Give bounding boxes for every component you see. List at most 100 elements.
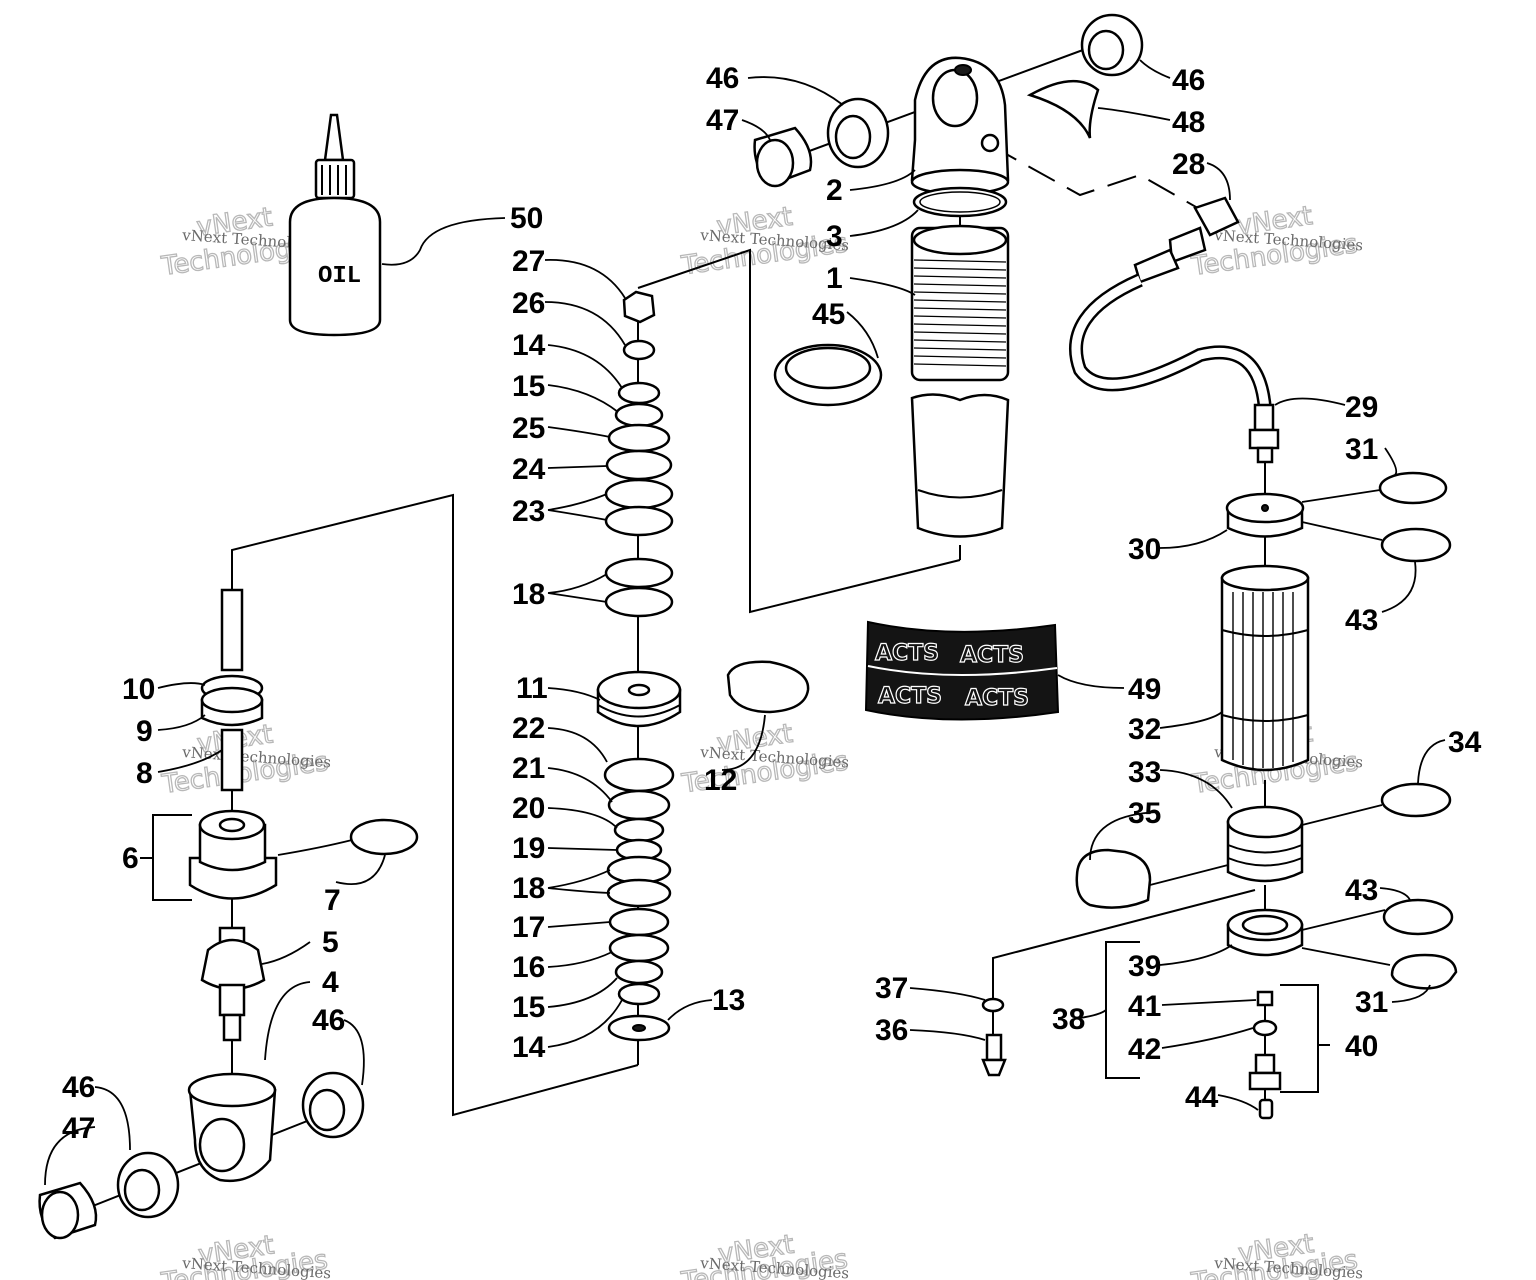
callout-25: 25 xyxy=(512,412,545,445)
o-ring-3-inner xyxy=(919,191,1001,213)
flange-bushing-46-inner xyxy=(308,1088,346,1132)
main-piston-bore xyxy=(627,683,651,697)
callout-48: 48 xyxy=(1172,106,1205,139)
lower-body xyxy=(910,393,1010,538)
callout-32: 32 xyxy=(1128,713,1161,746)
leader-5 xyxy=(261,941,311,965)
shim-18-d xyxy=(606,878,672,908)
cone-threaded-end xyxy=(222,1013,242,1042)
screw-36-head xyxy=(981,1058,1007,1077)
callout-24: 24 xyxy=(512,453,546,486)
callout-33: 33 xyxy=(1128,756,1161,789)
leader-22 xyxy=(547,727,608,763)
screw-link-line xyxy=(992,889,1256,1000)
decal-strip xyxy=(864,620,1060,721)
leader-15a xyxy=(547,384,619,413)
leader-8 xyxy=(157,749,223,773)
washer-13-bore xyxy=(632,1024,646,1032)
leader-30-ring43 xyxy=(1301,521,1383,541)
nut-inner xyxy=(784,346,872,390)
leader-lines xyxy=(44,59,1446,1186)
callout-15b: 15 xyxy=(512,991,545,1024)
top-bushings xyxy=(753,13,1144,188)
callout-18a: 18 xyxy=(512,578,545,611)
callout-39: 39 xyxy=(1128,950,1161,983)
shim-15-bottom xyxy=(614,959,664,985)
leader-17 xyxy=(547,921,611,928)
leader-47a xyxy=(741,119,771,141)
callout-47b: 47 xyxy=(62,1112,95,1145)
reservoir-fins xyxy=(1232,592,1294,768)
stack-loop-line xyxy=(637,248,961,614)
callout-14b: 14 xyxy=(512,1031,546,1064)
leader-44 xyxy=(1217,1094,1259,1111)
callout-46a: 46 xyxy=(706,62,739,95)
callout-35: 35 xyxy=(1128,797,1161,830)
leader-24 xyxy=(547,465,608,469)
leader-26 xyxy=(544,301,626,346)
sleeve-47-top-face xyxy=(755,138,795,188)
cap-screw-44 xyxy=(1258,1098,1274,1120)
callout-11: 11 xyxy=(516,672,548,705)
decal-logo: ACTS xyxy=(965,686,1029,711)
o-ring-43-bottom xyxy=(1382,898,1454,936)
leader-15b xyxy=(547,977,618,1008)
leader-4 xyxy=(264,981,311,1061)
leader-30 xyxy=(1159,529,1228,549)
reservoir-band xyxy=(1221,629,1309,637)
leader-29 xyxy=(1274,397,1346,406)
spring-nut-45 xyxy=(773,343,883,407)
screw-36-shank xyxy=(985,1033,1003,1062)
piston-side xyxy=(1226,820,1304,883)
shim-18-b xyxy=(604,586,674,618)
leader-32 xyxy=(1159,711,1223,729)
leader-46b xyxy=(1139,59,1171,79)
callout-12: 12 xyxy=(704,764,737,797)
shim-25 xyxy=(607,423,671,453)
leader-30-ring31 xyxy=(1301,489,1381,503)
callout-18b: 18 xyxy=(512,872,545,905)
callout-9: 9 xyxy=(136,715,153,748)
callout-27: 27 xyxy=(512,245,545,278)
callout-5: 5 xyxy=(322,926,339,959)
decal-logo: ACTS xyxy=(878,684,942,709)
callout-41: 41 xyxy=(1128,990,1161,1023)
piston-groove xyxy=(1227,857,1303,867)
leader-43a xyxy=(1381,561,1417,613)
flange-bushing-46-inner xyxy=(834,114,872,160)
shim-18-a xyxy=(604,557,674,589)
eyelet-top-hole xyxy=(954,64,972,76)
shim-17 xyxy=(608,907,670,937)
callout-46d: 46 xyxy=(62,1071,95,1104)
leader-11 xyxy=(547,687,601,701)
leader-46a xyxy=(747,76,844,106)
leader-36 xyxy=(909,1029,986,1041)
callout-30: 30 xyxy=(1128,533,1161,566)
callout-31b: 31 xyxy=(1355,986,1388,1019)
leader-12 xyxy=(721,714,766,771)
shim-24 xyxy=(605,449,673,481)
leader-38 xyxy=(1079,1009,1107,1019)
shim-22 xyxy=(603,757,675,793)
callout-10: 10 xyxy=(122,673,155,706)
valve-fitting-28 xyxy=(1193,196,1240,237)
end-cap-39 xyxy=(1226,908,1304,957)
nut-27 xyxy=(622,290,656,324)
bottle-label: OIL xyxy=(318,263,361,290)
leader-35 xyxy=(1089,811,1159,861)
leader-43b xyxy=(1379,887,1411,901)
leader-39-ring31 xyxy=(1301,947,1391,966)
o-ring-34 xyxy=(1380,782,1452,818)
callout-22: 22 xyxy=(512,712,545,745)
leader-7 xyxy=(335,854,386,886)
callout-19: 19 xyxy=(512,832,545,865)
bumper-cone-5 xyxy=(200,938,266,991)
o-ring-43-top xyxy=(1380,527,1452,563)
callout-43a: 43 xyxy=(1345,604,1378,637)
callout-numbers: 46 47 46 48 2 3 1 45 28 50 27 26 14 15 2… xyxy=(62,62,1482,1145)
reservoir-top xyxy=(1220,564,1310,592)
leader-18b xyxy=(547,869,611,894)
callout-16: 16 xyxy=(512,951,545,984)
flange-bushing-46-inner xyxy=(1087,29,1125,71)
shim-23-a xyxy=(604,478,674,510)
